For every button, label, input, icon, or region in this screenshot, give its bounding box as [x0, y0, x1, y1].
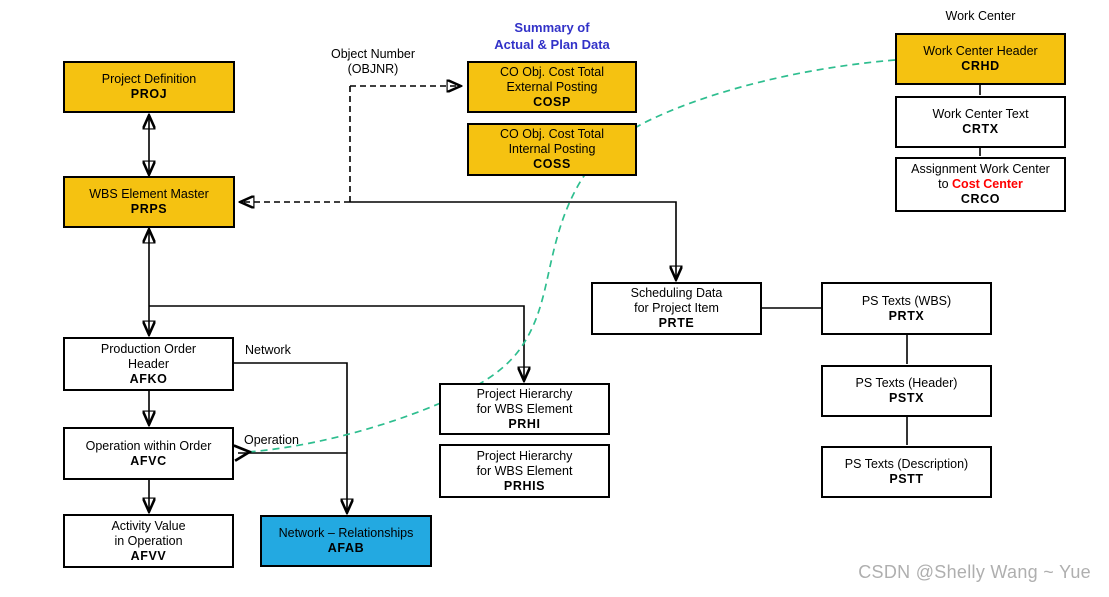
node-crco-label2-prefix: to — [938, 177, 953, 191]
object-number-label: Object Number (OBJNR) — [322, 47, 424, 77]
summary-title-line2: Actual & Plan Data — [494, 37, 610, 52]
node-proj-code: PROJ — [130, 87, 168, 101]
node-prtx-code: PRTX — [888, 308, 925, 323]
node-afko: Production Order Header AFKO — [63, 337, 234, 391]
node-crhd: Work Center Header CRHD — [895, 33, 1066, 85]
node-pstt: PS Texts (Description) PSTT — [821, 446, 992, 498]
node-prps-code: PRPS — [130, 202, 168, 216]
node-crco-label1: Assignment Work Center — [911, 162, 1050, 176]
node-crtx-code: CRTX — [962, 122, 999, 136]
node-pstt-label: PS Texts (Description) — [844, 457, 969, 471]
node-crtx: Work Center Text CRTX — [895, 96, 1066, 148]
node-afko-label2: Header — [128, 356, 169, 371]
node-coss-label1: CO Obj. Cost Total — [500, 127, 604, 141]
node-prhi-label2: for WBS Element — [476, 401, 573, 416]
operation-edge-label: Operation — [244, 433, 299, 447]
node-afvv-code: AFVV — [130, 548, 167, 563]
node-pstx-code: PSTX — [888, 391, 925, 405]
object-number-line2: (OBJNR) — [347, 62, 399, 76]
object-number-line1: Object Number — [330, 47, 416, 61]
edge-objnr-prte — [350, 201, 676, 279]
node-afab-code: AFAB — [327, 541, 365, 555]
node-prhi-label1: Project Hierarchy — [476, 386, 573, 401]
node-afvv-label1: Activity Value — [111, 518, 186, 533]
node-coss-code: COSS — [533, 157, 571, 171]
node-afab-label: Network – Relationships — [278, 526, 414, 540]
node-prte-label2: for Project Item — [634, 301, 719, 315]
node-prps-label: WBS Element Master — [89, 187, 209, 201]
node-coss-label2: Internal Posting — [508, 142, 596, 156]
node-afvc-code: AFVC — [130, 453, 167, 468]
node-pstx: PS Texts (Header) PSTX — [821, 365, 992, 417]
node-crtx-label: Work Center Text — [932, 107, 1029, 121]
node-prhi: Project Hierarchy for WBS Element PRHI — [439, 383, 610, 435]
node-prhis-label1: Project Hierarchy — [476, 448, 573, 463]
node-pstx-label: PS Texts (Header) — [855, 376, 958, 390]
node-prhis-label2: for WBS Element — [476, 463, 573, 478]
node-afko-label1: Production Order — [100, 341, 197, 356]
summary-title: Summary of Actual & Plan Data — [462, 19, 642, 53]
node-cosp-label1: CO Obj. Cost Total — [500, 64, 604, 79]
node-coss: CO Obj. Cost Total Internal Posting COSS — [467, 123, 637, 176]
node-pstt-code: PSTT — [889, 472, 924, 486]
node-afab: Network – Relationships AFAB — [260, 515, 432, 567]
node-afvc: Operation within Order AFVC — [63, 427, 234, 480]
node-crco: Assignment Work Center to Cost Center CR… — [895, 157, 1066, 212]
node-prhis: Project Hierarchy for WBS Element PRHIS — [439, 444, 610, 498]
node-prhi-code: PRHI — [508, 416, 541, 431]
csdn-watermark: CSDN @Shelly Wang ~ Yue — [858, 562, 1091, 582]
node-afvv-label2: in Operation — [114, 533, 183, 548]
node-proj-label: Project Definition — [101, 72, 197, 86]
node-crco-cost-center-text: Cost Center — [952, 177, 1023, 191]
node-afvv: Activity Value in Operation AFVV — [63, 514, 234, 568]
node-afko-code: AFKO — [129, 371, 168, 386]
node-crhd-code: CRHD — [961, 59, 1000, 73]
summary-title-line1: Summary of — [514, 20, 590, 35]
node-prte-code: PRTE — [658, 316, 695, 330]
node-cosp-label2: External Posting — [506, 79, 598, 94]
network-edge-label: Network — [245, 343, 291, 357]
node-prtx-label: PS Texts (WBS) — [861, 293, 952, 308]
node-crhd-label: Work Center Header — [923, 44, 1038, 58]
node-prte: Scheduling Data for Project Item PRTE — [591, 282, 762, 335]
node-cosp-code: COSP — [533, 94, 571, 109]
node-prte-label1: Scheduling Data — [630, 286, 723, 300]
node-cosp: CO Obj. Cost Total External Posting COSP — [467, 61, 637, 113]
node-prps: WBS Element Master PRPS — [63, 176, 235, 228]
node-proj: Project Definition PROJ — [63, 61, 235, 113]
node-prtx: PS Texts (WBS) PRTX — [821, 282, 992, 335]
node-crco-label2: to Cost Center — [938, 177, 1023, 192]
node-prhis-code: PRHIS — [503, 478, 546, 493]
node-crco-code: CRCO — [960, 192, 1001, 206]
work-center-group-label: Work Center — [945, 9, 1016, 23]
node-afvc-label: Operation within Order — [85, 438, 212, 453]
